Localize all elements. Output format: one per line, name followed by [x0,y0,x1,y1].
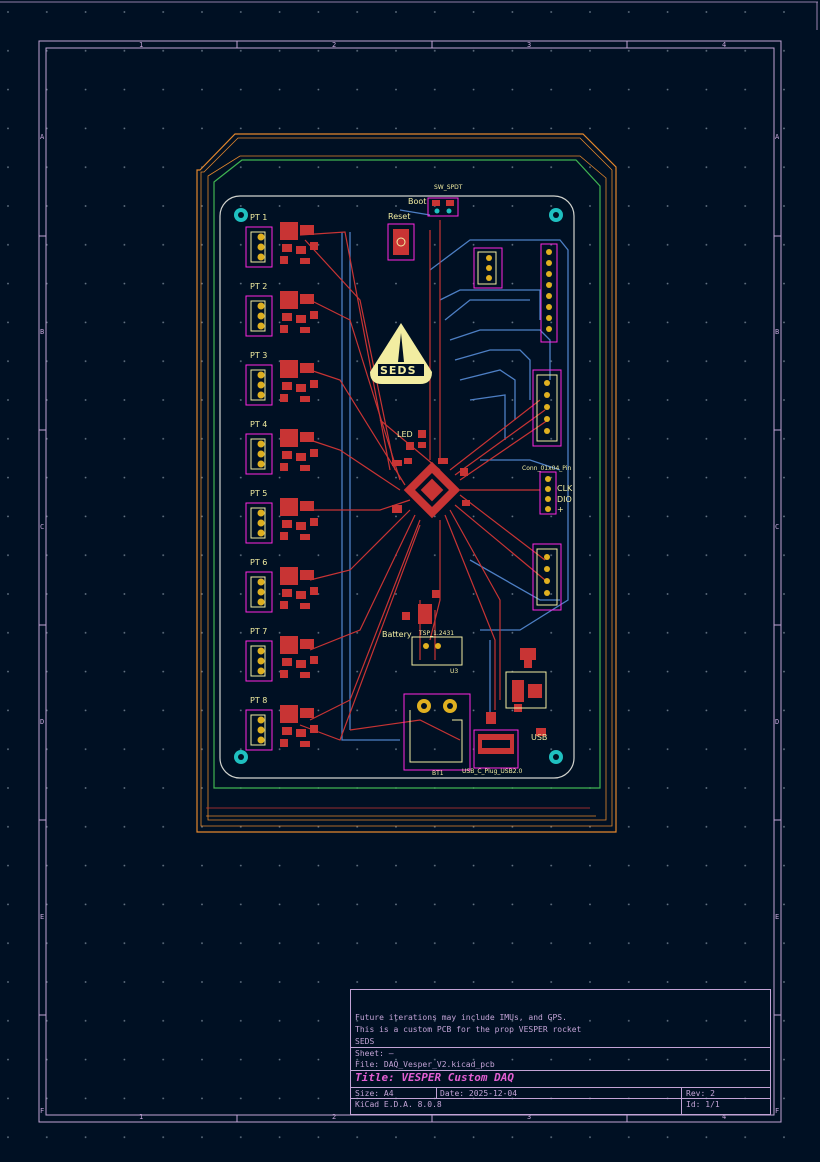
pt1-label: PT 1 [250,213,268,222]
tsp-label: TSP_1.2431 [419,630,455,637]
title-block-company: SEDS [355,1037,375,1046]
top-right-connector[interactable] [473,247,503,289]
board-edge [219,195,575,779]
title-block-id: Id: 1/1 [686,1100,720,1109]
reset-label: Reset [388,212,411,221]
usb-connector-label: USB_C_Plug_USB2.0 [462,768,523,775]
row-label-b: B [40,328,45,336]
title-block-size: Size: A4 [355,1089,394,1098]
led-label: LED [397,430,413,439]
boot-switch-footprint[interactable] [427,197,459,217]
seds-logo [370,323,432,384]
row-label-a-right: A [775,133,780,141]
title-block-tool: KiCad E.D.A. 8.0.8 [355,1100,442,1109]
front-copper-traces [299,220,549,741]
column-label-1: 1 [139,41,144,49]
dio-label: DIO [557,495,572,504]
row-label-e: E [40,913,45,921]
column-label-2-bottom: 2 [332,1113,337,1121]
u3-label: U3 [450,668,459,675]
row-label-c: C [40,523,45,531]
pt6-label: PT 6 [250,558,268,567]
row-label-b-right: B [775,328,780,336]
back-copper-traces [341,209,569,741]
mcu-support-passives [392,430,470,513]
boot-label: Boot [408,197,427,206]
title-block-rev: Rev: 2 [686,1089,715,1098]
title-block-comment-1: Future iterations may include IMUs, and … [355,1013,567,1022]
column-label-2: 2 [332,41,337,49]
column-label-3-bottom: 3 [527,1113,532,1121]
pt3-label: PT 3 [250,351,268,360]
column-label-3: 3 [527,41,532,49]
reset-button-footprint[interactable] [387,223,415,261]
column-label-4-bottom: 4 [722,1113,727,1121]
row-label-d-right: D [775,718,780,726]
battery-label: Battery [382,630,412,639]
plus-label: + [557,505,564,514]
gps-header[interactable] [540,243,558,343]
column-label-4: 4 [722,41,727,49]
pt5-label: PT 5 [250,489,268,498]
title-block-comment-2: This is a custom PCB for the prop VESPER… [355,1025,582,1034]
pt8-label: PT 8 [250,696,268,705]
title-block-date: Date: 2025-12-04 [440,1089,518,1098]
row-label-e-right: E [775,913,780,921]
conn-swd-label: Conn_01x04_Pin [522,465,572,472]
title-block-file: File: DAQ_Vesper_V2.kicad_pcb [355,1060,495,1069]
row-label-a: A [40,133,45,141]
row-label-f: F [40,1107,45,1115]
pt2-label: PT 2 [250,282,268,291]
battery-holder[interactable] [403,693,471,771]
title-block [350,989,771,1115]
title-block-sheet: Sheet: – [355,1049,394,1058]
swd-header[interactable] [539,471,557,515]
i2c-slave-connector-2[interactable] [532,543,562,611]
i2c-slave-connector-1[interactable] [532,369,562,447]
regulator-u3[interactable] [402,590,463,666]
mounting-holes[interactable] [234,208,563,764]
row-label-d: D [40,718,45,726]
power-section [505,648,547,736]
pt4-label: PT 4 [250,420,268,429]
title-block-title: Title: VESPER Custom DAQ [355,1071,514,1084]
column-label-1-bottom: 1 [139,1113,144,1121]
seds-logo-text: SEDS [380,364,417,377]
bt1-label: BT1 [432,770,444,777]
pt7-label: PT 7 [250,627,268,636]
row-label-f-right: F [775,1107,780,1115]
keepout-zones [196,133,617,833]
clk-label: CLK [557,484,573,493]
sw-spdt-label: SW_SPDT [434,184,463,191]
usb-label: USB [531,733,548,742]
pt-channel-footprints[interactable] [245,222,318,751]
sheet-frame [38,40,782,1123]
row-label-c-right: C [775,523,780,531]
